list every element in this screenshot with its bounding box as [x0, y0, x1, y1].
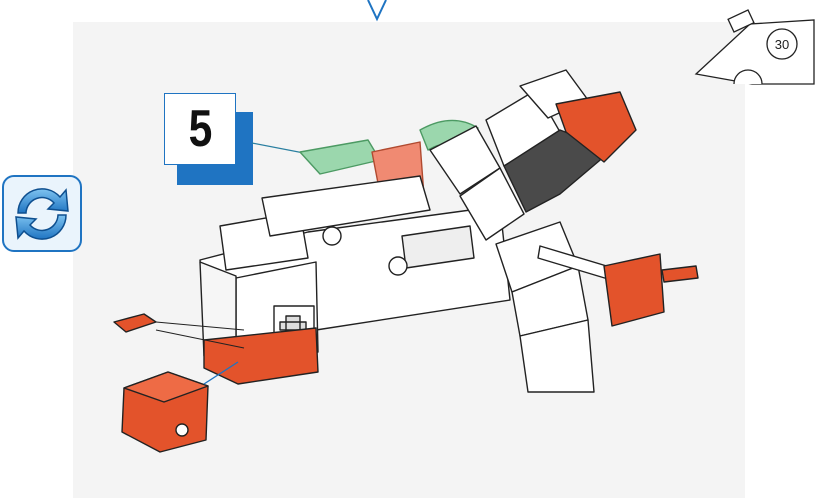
right-peg: [662, 266, 698, 282]
loose-orange-cube: [122, 372, 208, 452]
right-orange-block: [604, 254, 664, 326]
small-red-piece: [114, 314, 156, 332]
